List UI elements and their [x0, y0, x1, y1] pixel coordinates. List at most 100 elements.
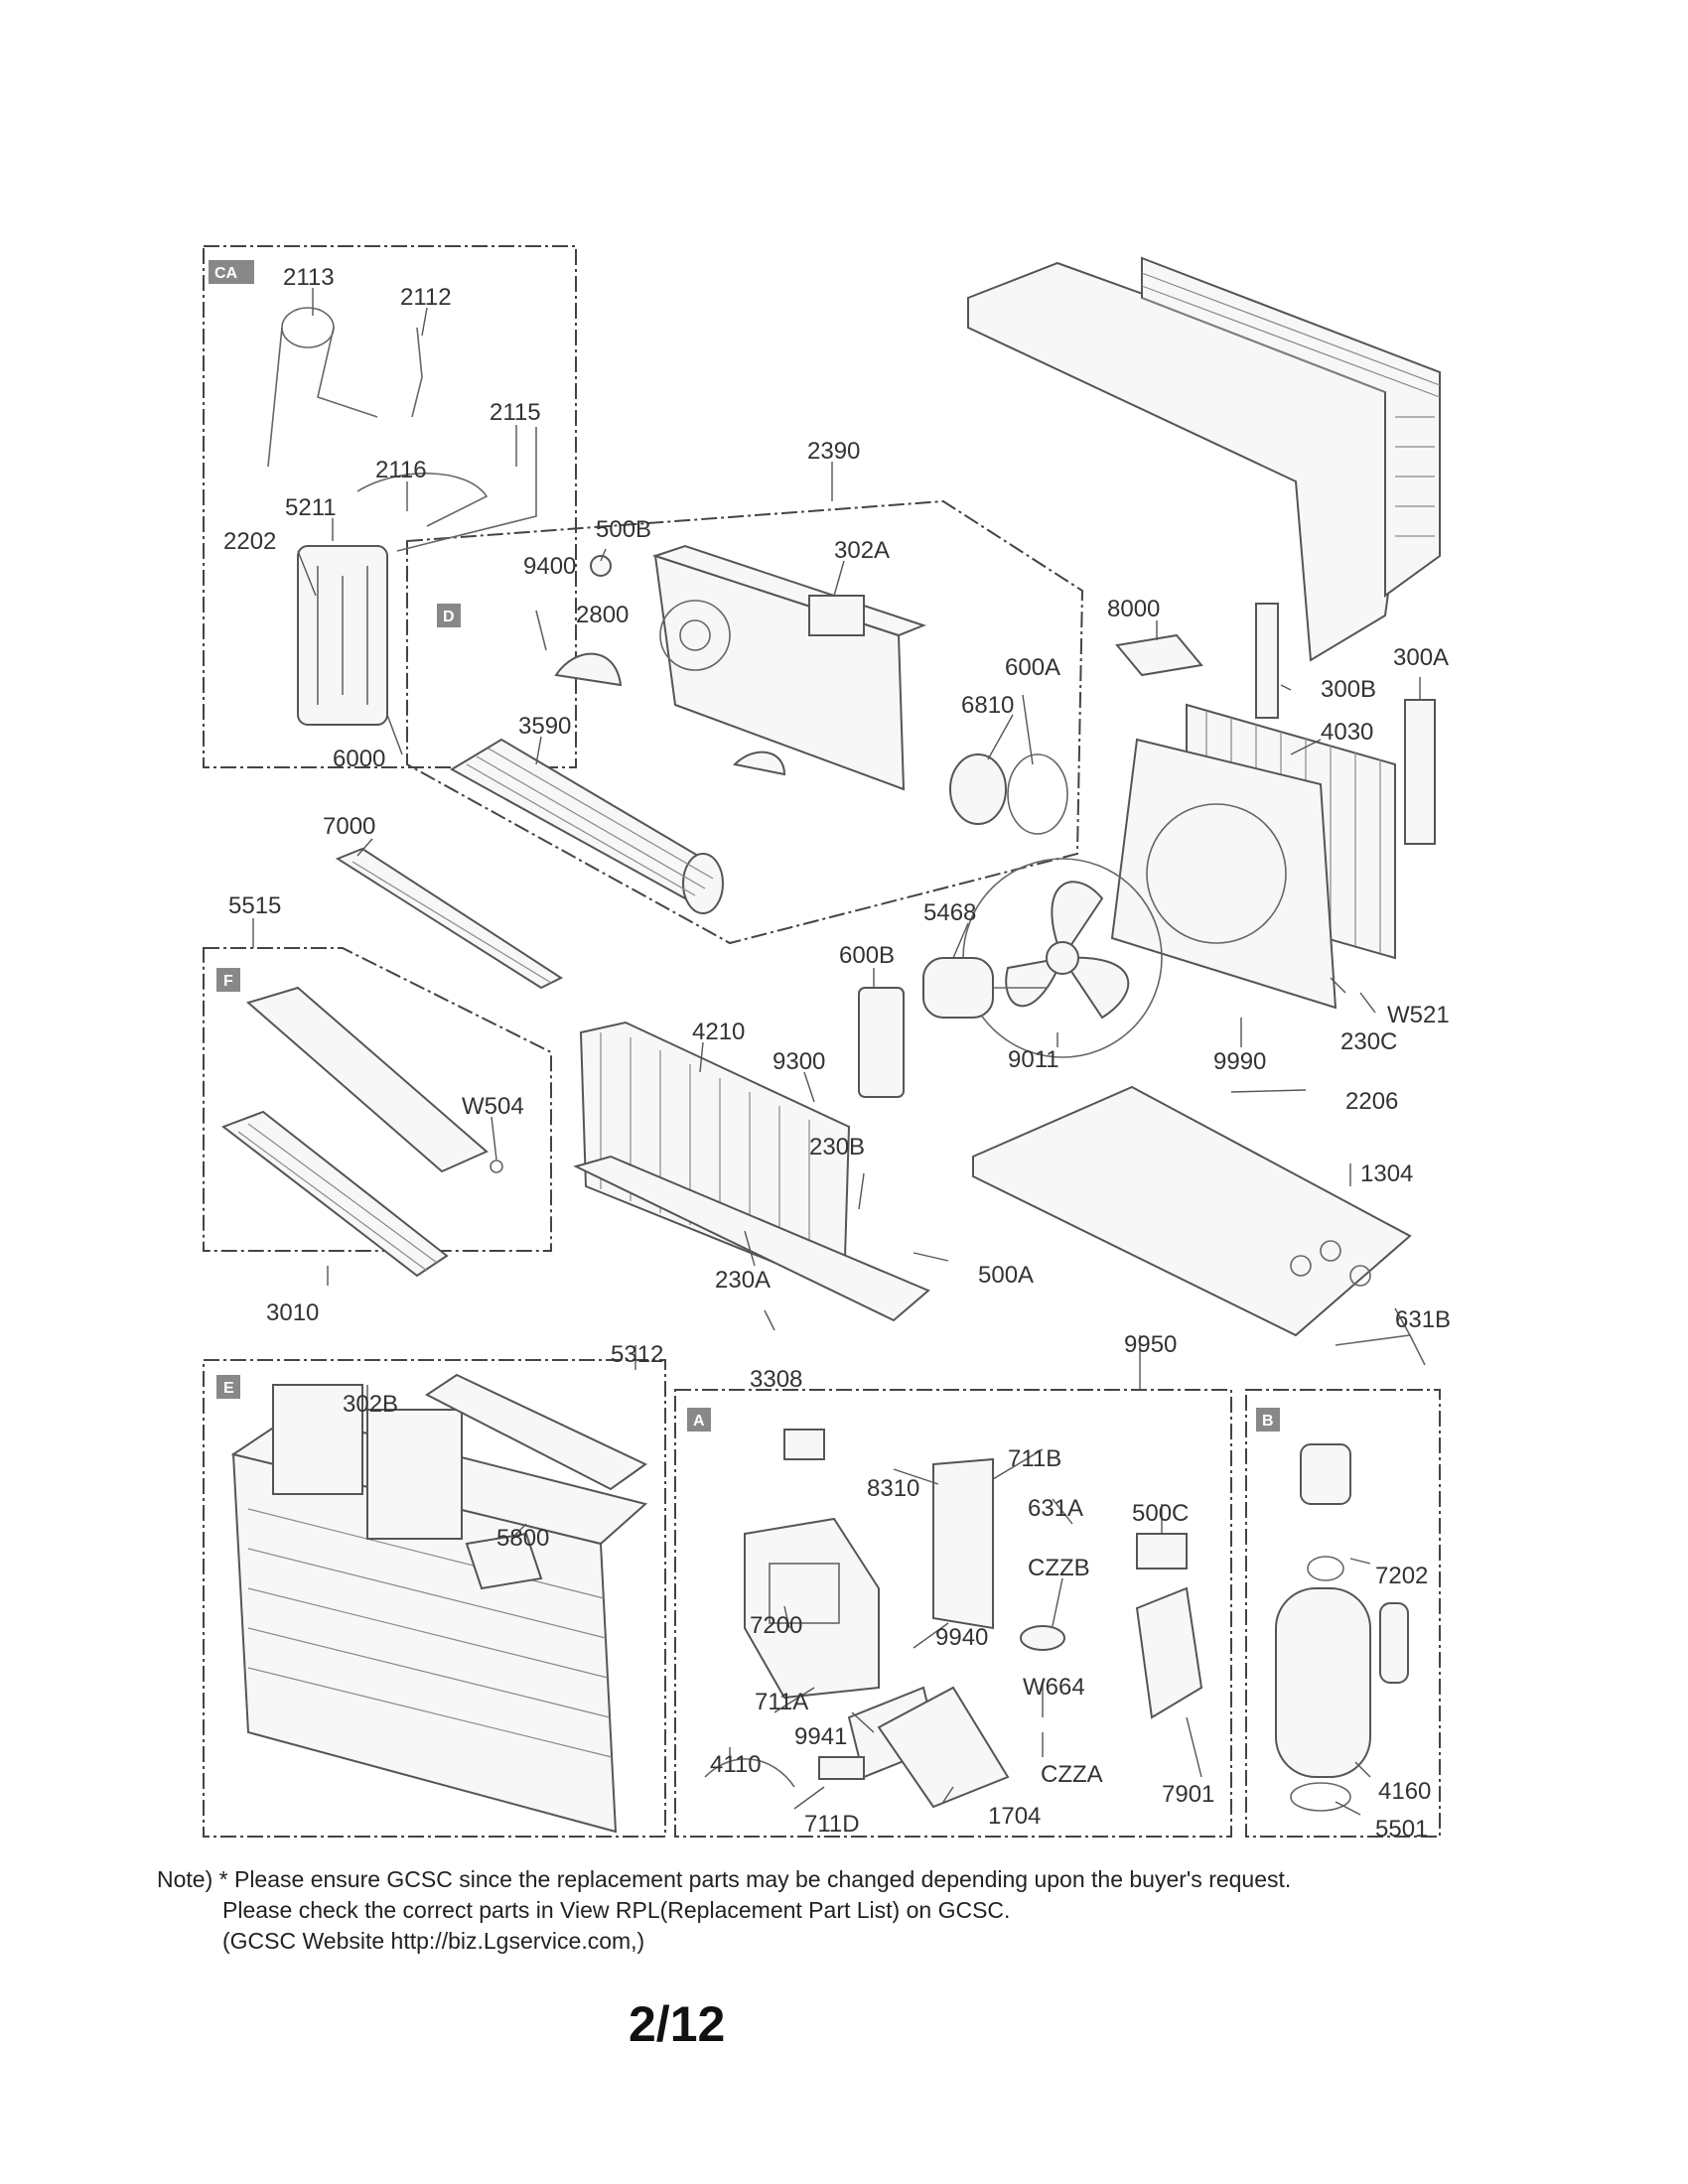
label-5211: 5211 [285, 494, 337, 521]
blower-wheel [449, 738, 724, 914]
label-500b: 500B [596, 516, 651, 543]
section-tag-d: D [437, 604, 461, 627]
label-711b: 711B [1008, 1445, 1061, 1472]
svg-text:D: D [443, 609, 455, 625]
fan-shroud [1110, 738, 1337, 1010]
label-2206: 2206 [1345, 1088, 1398, 1115]
label-3308: 3308 [750, 1366, 802, 1393]
base-pan [972, 1085, 1412, 1337]
filter-frame-f [220, 986, 503, 1278]
intake-grille-302b-right [366, 1409, 463, 1540]
compressor [1275, 1443, 1409, 1812]
label-8000: 8000 [1107, 596, 1160, 622]
evaporator-coil [579, 1021, 851, 1293]
label-5312: 5312 [611, 1341, 663, 1368]
label-w664: W664 [1023, 1674, 1085, 1701]
label-9400: 9400 [523, 553, 576, 580]
section-box-d [406, 499, 1084, 945]
label-3010: 3010 [266, 1299, 319, 1326]
section-box-f [203, 947, 552, 1252]
condenser-fan [962, 858, 1163, 1058]
label-300b: 300B [1321, 676, 1376, 703]
label-2115: 2115 [490, 399, 541, 426]
label-9011: 9011 [1008, 1046, 1059, 1073]
label-711a: 711A [755, 1689, 808, 1715]
svg-text:A: A [693, 1413, 705, 1430]
section-tag-e: E [216, 1375, 240, 1399]
grille-7000 [335, 847, 564, 990]
plate-8000 [1115, 633, 1203, 677]
label-5515: 5515 [228, 892, 281, 919]
label-4110: 4110 [710, 1751, 762, 1778]
label-9950: 9950 [1124, 1331, 1177, 1358]
label-5468: 5468 [923, 899, 976, 926]
section-box-a [674, 1389, 1232, 1838]
label-711d: 711D [804, 1811, 860, 1838]
washer-500b [590, 555, 612, 577]
label-7000: 7000 [323, 813, 375, 840]
label-302b: 302B [343, 1391, 398, 1418]
note-text: Note) * Please ensure GCSC since the rep… [157, 1864, 1291, 1957]
label-1304: 1304 [1360, 1160, 1413, 1187]
label-7202: 7202 [1375, 1563, 1428, 1589]
side-panel-300a [1404, 699, 1436, 845]
svg-text:B: B [1262, 1413, 1274, 1430]
note-line-1: Note) * Please ensure GCSC since the rep… [157, 1866, 1292, 1892]
drain-pan-3308 [573, 1155, 930, 1322]
label-631b: 631B [1395, 1306, 1451, 1333]
svg-text:CA: CA [214, 265, 238, 282]
svg-text:E: E [223, 1380, 234, 1397]
label-2800: 2800 [576, 602, 629, 628]
outer-case [967, 256, 1441, 662]
label-w504: W504 [462, 1093, 524, 1120]
label-czza: CZZA [1041, 1761, 1103, 1788]
label-230a: 230A [715, 1267, 771, 1294]
label-4160: 4160 [1378, 1778, 1431, 1805]
bracket-300b [1255, 603, 1279, 719]
label-6810: 6810 [961, 692, 1014, 719]
label-4210: 4210 [692, 1019, 745, 1045]
label-w521: W521 [1387, 1002, 1450, 1028]
label-5501: 5501 [1375, 1816, 1428, 1843]
clip-9400 [535, 610, 547, 651]
capillary-tubing-parts [267, 307, 537, 726]
blower-housing [651, 544, 926, 791]
label-4030: 4030 [1321, 719, 1373, 746]
label-8310: 8310 [867, 1475, 919, 1502]
label-2113: 2113 [283, 264, 335, 291]
section-tag-f: F [216, 968, 240, 992]
label-230c: 230C [1340, 1028, 1397, 1055]
svg-text:F: F [223, 973, 233, 990]
label-3590: 3590 [518, 713, 571, 740]
label-czzb: CZZB [1028, 1555, 1090, 1581]
label-7200: 7200 [750, 1612, 802, 1639]
label-2202: 2202 [223, 528, 276, 555]
motor-bracket-600b [858, 987, 905, 1098]
control-box [704, 1429, 1203, 1809]
label-2112: 2112 [400, 284, 452, 311]
label-6000: 6000 [333, 746, 385, 772]
label-2116: 2116 [375, 457, 427, 483]
label-500a: 500A [978, 1262, 1034, 1289]
section-tag-ca: CA [209, 260, 254, 284]
label-600a: 600A [1005, 654, 1060, 681]
section-box-ca [203, 245, 577, 768]
intake-grille-302b-left [272, 1384, 363, 1495]
label-631a: 631A [1028, 1495, 1083, 1522]
discharge-grille-5312 [425, 1373, 647, 1491]
label-9940: 9940 [935, 1624, 988, 1651]
clip-d [732, 751, 786, 776]
label-302a: 302A [834, 537, 890, 564]
label-500c: 500C [1132, 1500, 1189, 1527]
leader-lines [252, 288, 1421, 1816]
section-box-e [203, 1359, 666, 1838]
label-2390: 2390 [807, 438, 860, 465]
label-9941: 9941 [794, 1723, 847, 1750]
exploded-parts-diagram: CA D F E A B [203, 245, 1451, 1843]
door-5800 [465, 1532, 543, 1590]
label-300a: 300A [1393, 644, 1449, 671]
label-5800: 5800 [496, 1525, 549, 1552]
label-7901: 7901 [1162, 1781, 1214, 1808]
page-number: 2/12 [629, 1996, 726, 2052]
note-line-2: Please check the correct parts in View R… [222, 1897, 1011, 1923]
